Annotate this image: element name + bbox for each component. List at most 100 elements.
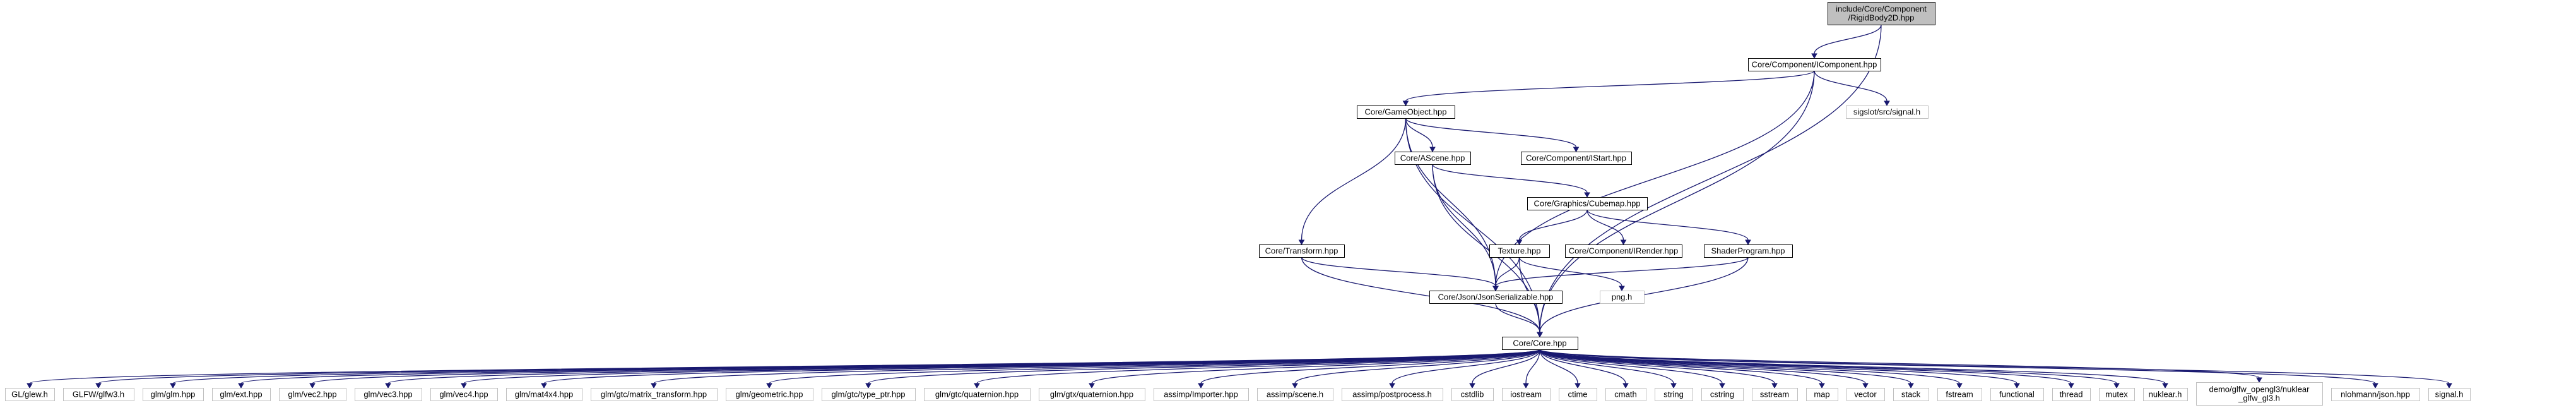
- edge-core-to-stack: [1539, 349, 1914, 389]
- edge-core-to-cstring: [1539, 349, 1725, 389]
- arrow-head-icon: [385, 383, 391, 389]
- edge-line: [653, 349, 1540, 384]
- node-core[interactable]: Core/Core.hpp: [1502, 337, 1578, 350]
- node-label: glm/gtc/quaternion.hpp: [935, 390, 1019, 399]
- node-icomponent[interactable]: Core/Component/IComponent.hpp: [1748, 58, 1881, 71]
- node-box: [1395, 152, 1471, 165]
- edge-line: [868, 349, 1540, 384]
- node-label: sigslot/src/signal.h: [1853, 107, 1920, 117]
- node-label: sstream: [1760, 390, 1789, 399]
- edge-core-to-nuklear: [1539, 349, 2168, 389]
- edge-jsonser-to-core: [1495, 303, 1543, 338]
- node-box: [279, 388, 346, 401]
- arrow-head-icon: [1745, 239, 1751, 246]
- edge-core-to-signal: [1539, 349, 2452, 389]
- node-box: [1559, 388, 1597, 401]
- node-box: [1502, 388, 1551, 401]
- node-label: demo/glfw_opengl3/nuklear: [2209, 385, 2310, 394]
- node-box: [430, 388, 498, 401]
- arrow-head-icon: [2162, 383, 2168, 389]
- node-label: cmath: [1614, 390, 1636, 399]
- edge-root-to-core: [1537, 24, 1882, 338]
- edge-texture-to-png: [1518, 256, 1625, 292]
- node-cubemap[interactable]: Core/Graphics/Cubemap.hpp: [1527, 197, 1648, 210]
- edge-line: [1539, 349, 2450, 384]
- node-gameobject[interactable]: Core/GameObject.hpp: [1357, 106, 1455, 119]
- node-shaderprogram[interactable]: ShaderProgram.hpp: [1704, 244, 1793, 258]
- node-box: [1704, 244, 1793, 258]
- node-stack: stack: [1893, 388, 1929, 401]
- node-mattransform: glm/gtc/matrix_transform.hpp: [591, 388, 718, 401]
- node-box: [1605, 388, 1646, 401]
- node-label: _glfw_gl3.h: [2238, 394, 2280, 403]
- edge-line: [1294, 349, 1540, 384]
- arrow-head-icon: [1819, 383, 1825, 389]
- node-label: thread: [2060, 390, 2083, 399]
- node-map: map: [1806, 388, 1838, 401]
- edge-line: [1472, 349, 1540, 384]
- edge-gameobject-to-ascene: [1405, 118, 1436, 153]
- node-label: nuklear.h: [2149, 390, 2182, 399]
- node-box: [1748, 58, 1881, 71]
- node-box: [1806, 388, 1838, 401]
- node-texture[interactable]: Texture.hpp: [1489, 244, 1550, 258]
- edge-line: [1586, 209, 1624, 241]
- edge-core-to-string: [1539, 349, 1677, 389]
- node-vec3: glm/vec3.hpp: [355, 388, 422, 401]
- node-label: GLFW/glfw3.h: [73, 390, 124, 399]
- node-box: [212, 388, 271, 401]
- arrow-head-icon: [1862, 383, 1869, 389]
- node-cstring: cstring: [1701, 388, 1744, 401]
- arrow-head-icon: [1884, 100, 1890, 107]
- node-irender[interactable]: Core/Component/IRender.hpp: [1565, 244, 1682, 258]
- node-scene: assimp/scene.h: [1257, 388, 1333, 401]
- node-ctime: ctime: [1559, 388, 1597, 401]
- node-label: nlohmann/json.hpp: [2341, 390, 2410, 399]
- node-label: glm/gtc/matrix_transform.hpp: [601, 390, 707, 399]
- edge-line: [1091, 349, 1540, 384]
- edge-line: [1539, 349, 1723, 384]
- node-root[interactable]: include/Core/Component/RigidBody2D.hpp: [1828, 2, 1935, 25]
- node-ascene[interactable]: Core/AScene.hpp: [1395, 152, 1471, 165]
- edge-line: [1405, 118, 1577, 148]
- node-thread: thread: [2052, 388, 2091, 401]
- node-box: [1990, 388, 2044, 401]
- arrow-head-icon: [651, 383, 657, 389]
- node-label: Core/Core.hpp: [1513, 339, 1566, 348]
- node-importer: assimp/Importer.hpp: [1154, 388, 1249, 401]
- node-istart[interactable]: Core/Component/IStart.hpp: [1521, 152, 1632, 165]
- arrow-head-icon: [1389, 383, 1395, 389]
- node-box: [63, 388, 134, 401]
- node-transform[interactable]: Core/Transform.hpp: [1259, 244, 1345, 258]
- arrow-head-icon: [238, 383, 244, 389]
- node-sigslot: sigslot/src/signal.h: [1846, 106, 1929, 119]
- edge-line: [172, 349, 1540, 384]
- arrow-head-icon: [974, 383, 980, 389]
- node-label: glm/vec4.hpp: [439, 390, 488, 399]
- node-jsonser[interactable]: Core/Json/JsonSerializable.hpp: [1429, 291, 1563, 304]
- node-box: [1527, 197, 1648, 210]
- node-label: glm/vec3.hpp: [363, 390, 412, 399]
- nodes-layer: include/Core/Component/RigidBody2D.hppCo…: [5, 2, 2471, 406]
- edge-transform-to-jsonser: [1301, 256, 1499, 292]
- edge-line: [1539, 349, 1960, 384]
- node-label: Core/Json/JsonSerializable.hpp: [1438, 292, 1554, 302]
- node-box: [1828, 2, 1935, 25]
- edge-line: [1495, 256, 1749, 287]
- edge-gameobject-to-jsonser: [1405, 118, 1499, 292]
- edge-shaderprogram-to-jsonser: [1492, 256, 1749, 292]
- node-vec2: glm/vec2.hpp: [279, 388, 346, 401]
- node-label: ShaderProgram.hpp: [1711, 246, 1785, 256]
- arrow-head-icon: [1956, 383, 1963, 389]
- node-cmath: cmath: [1605, 388, 1646, 401]
- node-postprocess: assimp/postprocess.h: [1342, 388, 1443, 401]
- node-label: vector: [1854, 390, 1877, 399]
- node-box: [2428, 388, 2471, 401]
- node-label: glm/gtc/type_ptr.hpp: [831, 390, 905, 399]
- edge-core-to-map: [1539, 349, 1825, 389]
- node-label: glm/geometric.hpp: [736, 390, 803, 399]
- edge-core-to-scene: [1292, 349, 1540, 389]
- node-box: [1565, 244, 1682, 258]
- edge-core-to-cstdlib: [1469, 349, 1540, 389]
- edge-line: [1432, 164, 1496, 287]
